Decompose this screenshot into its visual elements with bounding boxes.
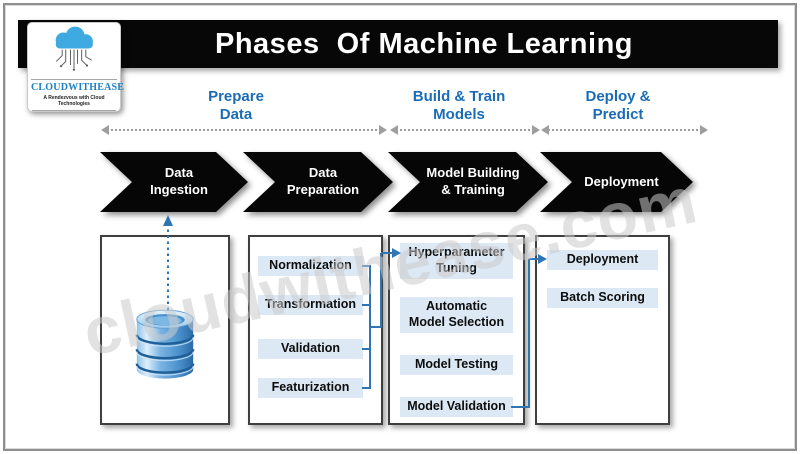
cloud-circuit-icon bbox=[55, 26, 93, 71]
span-arrow-build-train bbox=[390, 125, 540, 135]
chevron-label: Deployment bbox=[540, 152, 693, 212]
title-bar: Phases Of Machine Learning bbox=[18, 20, 778, 68]
step-normalization: Normalization bbox=[258, 256, 363, 276]
step-model-validation: Model Validation bbox=[400, 397, 513, 417]
database-icon bbox=[132, 305, 198, 390]
span-arrow-prepare-data bbox=[101, 125, 387, 135]
chevron-label: Model Building & Training bbox=[388, 152, 548, 212]
step-hyperparameter-tuning: Hyperparameter Tuning bbox=[400, 243, 513, 279]
chevron-label: Data Ingestion bbox=[100, 152, 248, 212]
brand-tagline: A Rendezvous with Cloud Technologies bbox=[32, 93, 116, 111]
chevron-deployment: Deployment bbox=[540, 152, 693, 212]
brand-name: CLOUDWITHEASE bbox=[31, 79, 124, 93]
chevron-model-building-training: Model Building & Training bbox=[388, 152, 548, 212]
step-validation: Validation bbox=[258, 339, 363, 359]
chevron-data-ingestion: Data Ingestion bbox=[100, 152, 248, 212]
span-arrow-deploy-predict bbox=[541, 125, 708, 135]
page-title: Phases Of Machine Learning bbox=[215, 27, 633, 60]
step-automatic-model-selection: Automatic Model Selection bbox=[400, 297, 513, 333]
step-model-testing: Model Testing bbox=[400, 355, 513, 375]
step-featurization: Featurization bbox=[258, 378, 363, 398]
phase-label-prepare-data: Prepare Data bbox=[208, 88, 264, 123]
phase-label-deploy-predict: Deploy & Predict bbox=[585, 88, 651, 123]
step-deployment: Deployment bbox=[547, 250, 658, 270]
panel-deployment: Deployment Batch Scoring bbox=[535, 235, 670, 425]
phase-label-build-train-models: Build & Train Models bbox=[412, 88, 506, 123]
chevron-data-preparation: Data Preparation bbox=[243, 152, 393, 212]
step-transformation: Transformation bbox=[258, 295, 363, 315]
chevron-label: Data Preparation bbox=[243, 152, 393, 212]
panel-model-building: Hyperparameter Tuning Automatic Model Se… bbox=[388, 235, 525, 425]
panel-data-ingestion bbox=[100, 235, 230, 425]
brand-logo: CLOUDWITHEASE A Rendezvous with Cloud Te… bbox=[27, 22, 124, 112]
step-batch-scoring: Batch Scoring bbox=[547, 288, 658, 308]
panel-data-preparation: Normalization Transformation Validation … bbox=[248, 235, 383, 425]
